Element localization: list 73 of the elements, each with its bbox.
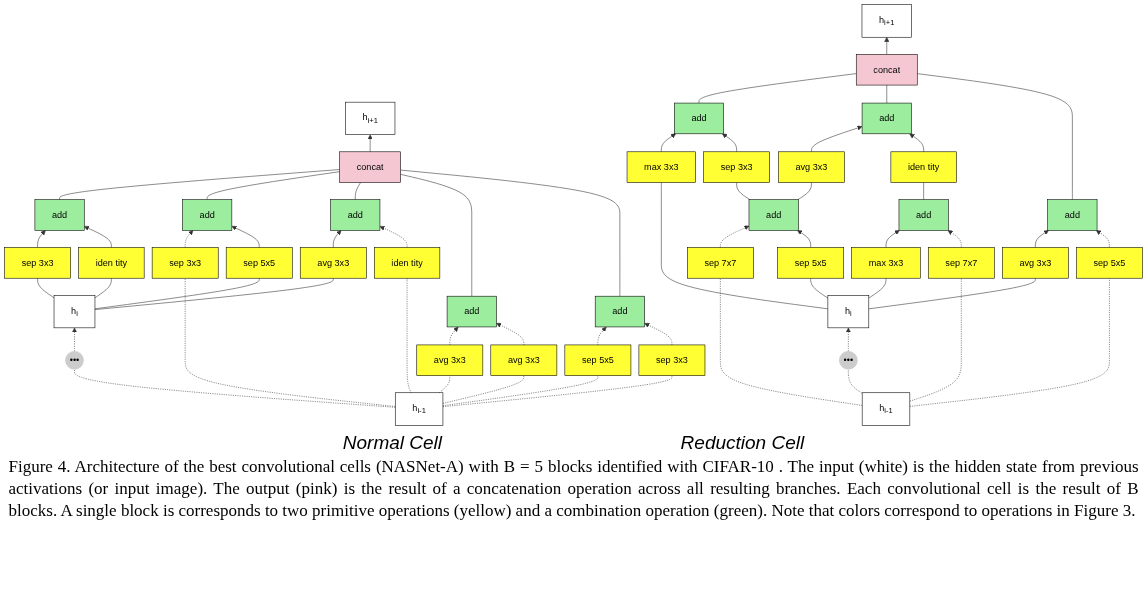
node-box — [638, 344, 706, 376]
connector — [442, 375, 525, 404]
connector — [797, 182, 812, 200]
connector — [698, 73, 857, 104]
node-box — [374, 247, 441, 279]
node-box — [890, 151, 957, 183]
connector — [400, 174, 473, 297]
connector — [909, 277, 1110, 407]
node-box — [851, 247, 921, 279]
node-box — [564, 344, 632, 376]
node-box — [861, 4, 912, 38]
node-box — [928, 247, 995, 279]
node-box — [182, 199, 233, 231]
figure-caption: Figure 4. Architecture of the best convolutional cells (NASNet-A) with B = 5 blocks identified with CIFAR-10 . The input (white) is the hidden state from previous activations (or input image). The output (pink) is the result of a concatenation operation across all resulting branches. Each convolutional cell is the result of B blocks. A single block is corresponds to two primitive operations (yellow) and a combination operation (green). Note that colors correspond to operations in Figure 3. — [8, 456, 1139, 523]
node-box — [855, 54, 918, 86]
node-box — [748, 199, 799, 231]
node-box — [861, 102, 912, 135]
node-box — [1047, 199, 1098, 231]
node-box — [151, 247, 219, 279]
node-box — [674, 102, 724, 135]
connector — [438, 375, 451, 394]
connector — [810, 277, 829, 299]
node-box — [394, 392, 444, 426]
node-box — [345, 101, 396, 135]
connector — [206, 171, 340, 200]
node-box — [778, 151, 845, 183]
node-box — [490, 344, 558, 376]
connector — [354, 182, 361, 200]
cell-title: Normal Cell — [342, 432, 443, 454]
connector — [406, 277, 412, 394]
connector — [868, 277, 1036, 310]
node-box — [687, 247, 754, 279]
connector — [868, 277, 887, 299]
node-box — [53, 295, 96, 329]
connector — [848, 369, 863, 394]
connector — [94, 277, 334, 310]
connector — [916, 73, 1073, 200]
node-box — [703, 151, 770, 183]
node-box — [339, 151, 401, 183]
connector — [661, 182, 829, 310]
connector — [886, 84, 888, 104]
connector — [74, 369, 396, 408]
node-box — [4, 247, 71, 279]
node-box — [78, 247, 145, 279]
connector — [720, 277, 863, 406]
flowchart-diagram: h$_{i+1}$ concat add add add add add sep 3x3 iden tity sep 3x3 sep 5x5 avg 3x3 iden tity avg 3x3 avg 3x3 sep 5x5 sep 3x3 h$_{i}$ ••• h$_{i-1}$ h$_{i+1}$ concat add add max 3x3 sep 3x3 avg 3x3 iden tity add add add sep 7x7 sep 5x5 max 3x3 sep 7x7 avg 3x3 sep 5x5 h$_{i}$ ••• h$_{i-1}$ — [0, 0, 1147, 430]
connector — [37, 277, 55, 299]
node-box — [416, 344, 484, 376]
node-box — [827, 295, 870, 329]
node-box — [594, 295, 645, 328]
node-box — [330, 199, 381, 231]
node-box — [898, 199, 949, 231]
node-box — [225, 247, 293, 279]
node-box — [626, 151, 696, 183]
connector — [94, 277, 112, 299]
connector — [923, 182, 924, 200]
connector — [736, 182, 751, 200]
connector — [442, 375, 673, 407]
node-circle — [65, 350, 84, 370]
connector — [400, 169, 621, 297]
node-box — [861, 392, 911, 426]
connector — [442, 375, 599, 406]
cell-title: Reduction Cell — [680, 432, 805, 454]
node-box — [777, 247, 844, 279]
connector — [909, 277, 962, 402]
node-box — [34, 199, 85, 231]
node-box — [1002, 247, 1069, 279]
connector — [59, 169, 340, 200]
node-circle — [839, 350, 858, 370]
node-box — [446, 295, 497, 328]
node-box — [1076, 247, 1143, 279]
node-box — [299, 247, 367, 279]
connector — [94, 277, 260, 310]
